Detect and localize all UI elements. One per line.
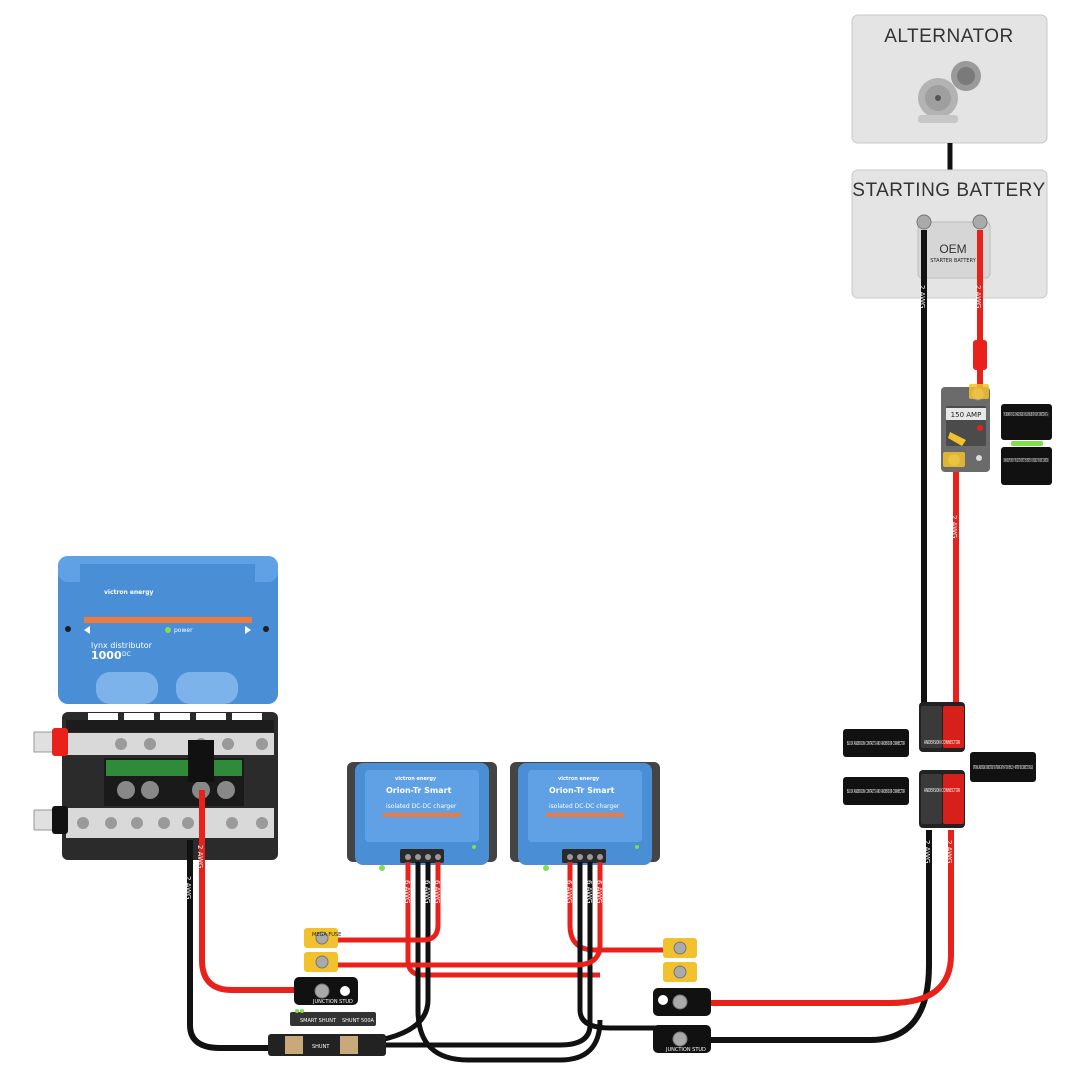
starting-battery-label: STARTING BATTERY <box>852 180 1045 201</box>
svg-text:ANDERSON CONNECTOR: ANDERSON CONNECTOR <box>924 788 960 794</box>
breaker-rating: 150 AMP <box>951 411 982 419</box>
cable-label-alt-neg: 2 AWG <box>918 285 926 308</box>
cable-label-alt-pos: 2 AWG <box>974 285 982 308</box>
svg-text:SHOWN ON/OFF SWITCH AT THIS SI: SHOWN ON/OFF SWITCH AT THIS SIDE TO PROT… <box>1004 458 1049 464</box>
breaker-note-top: THIS BREAKER FOR 12V CHARGE ENGINE OR VO… <box>1001 404 1052 440</box>
smart-shunt: SMART SHUNT SHUNT 500A SHUNT <box>268 1009 386 1056</box>
oem-sub: STARTER BATTERY <box>930 258 976 264</box>
orion-1-name: Orion-Tr Smart <box>386 786 452 795</box>
svg-text:SHUNT: SHUNT <box>312 1044 330 1050</box>
cable-label-lower-pos: 2 AWG <box>945 840 953 863</box>
svg-text:OPTIONAL ANDERSON CONNECTORS F: OPTIONAL ANDERSON CONNECTORS FOR TOWING … <box>973 765 1033 771</box>
svg-text:THIS BREAKER FOR 12V CHARGE EN: THIS BREAKER FOR 12V CHARGE ENGINE OR VO… <box>1003 412 1048 418</box>
svg-text:6 AWG: 6 AWG <box>423 880 431 903</box>
orion-2-name: Orion-Tr Smart <box>549 786 615 795</box>
lynx-distributor: victron energy power lynx distributor 10… <box>33 556 278 860</box>
alternator-label: ALTERNATOR <box>884 26 1014 47</box>
cable-label-lynx-pos: 2 AWG <box>196 845 204 868</box>
svg-text:MEGA FUSE: MEGA FUSE <box>312 932 341 938</box>
svg-text:isolated DC-DC charger: isolated DC-DC charger <box>386 803 457 810</box>
alternator-box: ALTERNATOR <box>851 14 1048 144</box>
svg-text:JUNCTION STUD: JUNCTION STUD <box>665 1047 706 1053</box>
junction-stud-right-neg: JUNCTION STUD <box>653 1025 711 1053</box>
svg-text:victron energy: victron energy <box>558 776 600 782</box>
svg-text:isolated DC-DC charger: isolated DC-DC charger <box>549 803 620 810</box>
circuit-breaker: 150 AMP <box>941 384 990 472</box>
breaker-note-bottom: SHOWN ON/OFF SWITCH AT THIS SIDE TO PROT… <box>1001 447 1052 485</box>
svg-text:6 AWG: 6 AWG <box>565 880 573 903</box>
connector-note-left-bottom: BLOCK ANDERSON CONTACTS AND ANDERSON CON… <box>843 777 909 805</box>
fuse-holder-right <box>663 938 697 982</box>
svg-text:BLOCK ANDERSON CONTACTS AND AN: BLOCK ANDERSON CONTACTS AND ANDERSON CON… <box>847 741 905 747</box>
junction-stud-right-pos <box>653 988 711 1016</box>
cable-label-breaker-pos: 2 AWG <box>950 515 958 538</box>
alternator-icon <box>918 61 981 123</box>
svg-text:BLOCK ANDERSON CONTACTS AND AN: BLOCK ANDERSON CONTACTS AND ANDERSON CON… <box>847 789 905 795</box>
fuse-holder-left: MEGA FUSE <box>304 928 341 972</box>
connector-note-left-top: BLOCK ANDERSON CONTACTS AND ANDERSON CON… <box>843 729 909 757</box>
lynx-status: power <box>174 627 193 634</box>
svg-text:victron energy: victron energy <box>395 776 437 782</box>
lynx-unit: DC <box>122 651 131 658</box>
lynx-model: 1000 <box>91 649 122 662</box>
svg-text:6 AWG: 6 AWG <box>585 880 593 903</box>
svg-text:SHUNT 500A: SHUNT 500A <box>342 1018 375 1024</box>
junction-stud-left: JUNCTION STUD <box>294 977 358 1005</box>
orion-charger-2: victron energy Orion-Tr Smart isolated D… <box>510 762 660 871</box>
svg-text:6 AWG: 6 AWG <box>433 880 441 903</box>
starting-battery-box: STARTING BATTERY OEM STARTER BATTERY <box>851 169 1048 299</box>
orion-charger-1: victron energy Orion-Tr Smart isolated D… <box>347 762 497 871</box>
svg-text:JUNCTION STUD: JUNCTION STUD <box>312 999 353 1005</box>
oem-badge: OEM <box>939 242 966 256</box>
svg-text:ANDERSON CONNECTOR: ANDERSON CONNECTOR <box>924 740 960 746</box>
anderson-connector-top: ANDERSON CONNECTOR <box>919 702 965 752</box>
anderson-connector-bottom: ANDERSON CONNECTOR <box>919 770 965 828</box>
cable-label-orion: 6 AWG <box>403 880 411 903</box>
svg-text:6 AWG: 6 AWG <box>595 880 603 903</box>
cable-label-lower-neg: 2 AWG <box>923 840 931 863</box>
lynx-brand: victron energy <box>104 589 153 596</box>
svg-text:SMART SHUNT: SMART SHUNT <box>300 1018 337 1024</box>
connector-note-right: OPTIONAL ANDERSON CONNECTORS FOR TOWING … <box>970 752 1036 782</box>
lynx-name: lynx distributor <box>91 641 153 650</box>
cable-label-lynx-neg: 2 AWG <box>184 876 192 899</box>
